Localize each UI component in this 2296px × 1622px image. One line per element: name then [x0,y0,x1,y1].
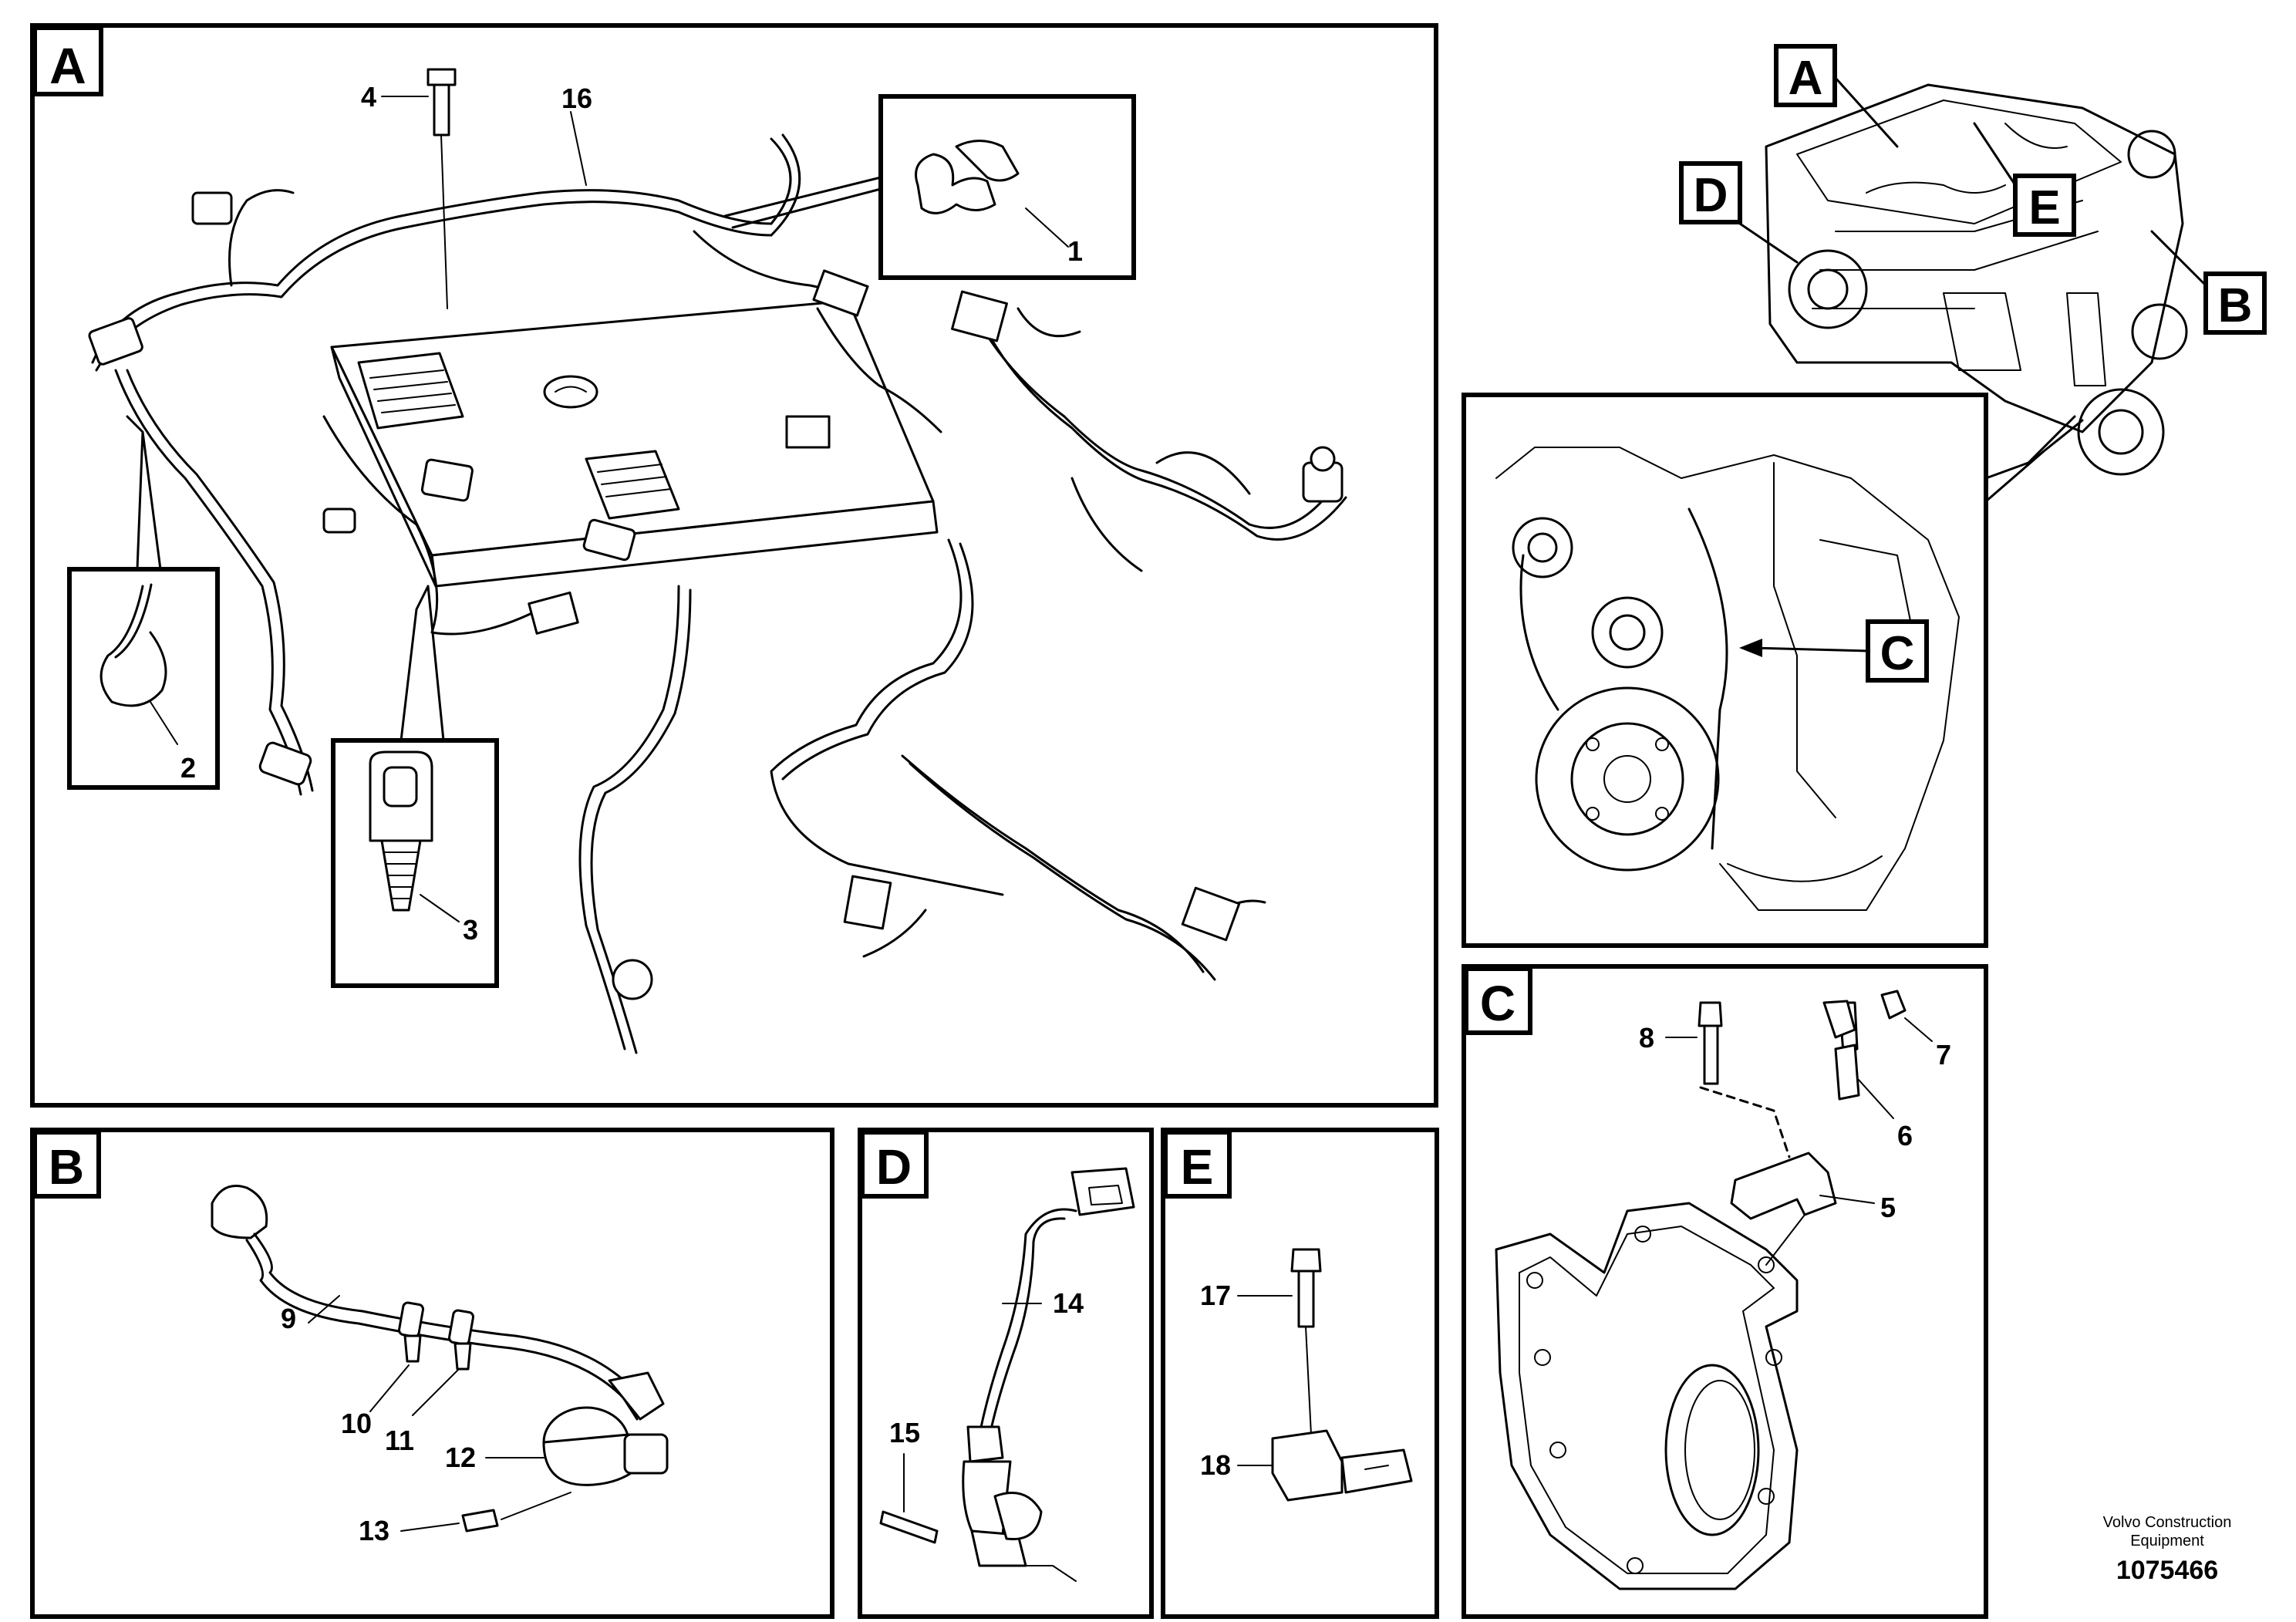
callout-13: 13 [359,1515,389,1546]
panel-e: E 17 18 [1161,1128,1439,1619]
panel-b: B 9 10 11 12 13 [30,1128,834,1619]
panel-a-leaders [381,96,587,186]
callout-6: 6 [1897,1120,1913,1152]
drawing-number: 1075466 [2116,1556,2219,1585]
panel-b-tag-box [32,1130,101,1199]
overview-tag-e-box [2013,174,2076,237]
panel-a-frame [30,23,1438,1108]
engine-overview: A D E B [1679,44,2267,476]
overview-tag-e: E [2028,181,2060,234]
overview-tag-d-box [1679,161,1742,224]
callout-18: 18 [1200,1449,1231,1481]
callout-8: 8 [1639,1022,1654,1054]
callout-10: 10 [341,1408,372,1439]
panel-c-tag: C [1480,976,1515,1031]
panel-d: D 14 15 [858,1128,1154,1619]
callout-12: 12 [445,1442,476,1473]
panel-c: C 8 7 6 5 [1462,964,1988,1619]
detail-c-tag: C [1880,627,1915,680]
panel-a: A [30,23,1438,1108]
overview-tag-b-box [2203,271,2267,335]
wiring-harness [91,133,1347,1054]
panel-d-tag: D [876,1139,912,1195]
overview-tag-a: A [1789,52,1823,105]
callout-14: 14 [1053,1287,1084,1319]
callout-15: 15 [889,1417,920,1448]
ecu-module [330,299,939,588]
detail-c-tag-box [1866,619,1929,683]
callout-4: 4 [361,81,376,113]
harness-connectors [88,191,1344,1000]
panel-c-tag-box [1464,966,1532,1035]
detail-box-2 [67,415,220,790]
callout-3: 3 [463,914,478,946]
panel-e-tag-box [1163,1130,1232,1199]
callout-1: 1 [1067,235,1083,267]
overview-tag-d: D [1694,169,1728,222]
footer-company-line1: Volvo Construction [2102,1514,2232,1531]
panel-b-tag: B [49,1139,84,1195]
bolt-4 [426,68,457,309]
panel-a-tag: A [49,37,86,94]
footer-company-line2: Equipment [2130,1533,2204,1549]
callout-11: 11 [385,1425,414,1456]
callout-9: 9 [281,1303,296,1334]
callout-5: 5 [1880,1192,1896,1223]
detail-box-1 [723,94,1136,280]
overview-tag-a-box [1774,44,1837,107]
callout-17: 17 [1200,1280,1231,1311]
detail-view-c-location: C [1462,393,2084,948]
panel-a-tag-box [32,25,103,96]
panel-e-tag: E [1181,1139,1214,1195]
callout-16: 16 [561,83,592,114]
detail-box-3 [331,585,499,988]
panel-d-tag-box [860,1130,929,1199]
overview-tag-b: B [2218,279,2253,332]
callout-2: 2 [180,752,196,784]
footer-company: Volvo Construction Equipment [2075,1513,2260,1550]
callout-7: 7 [1936,1039,1951,1071]
